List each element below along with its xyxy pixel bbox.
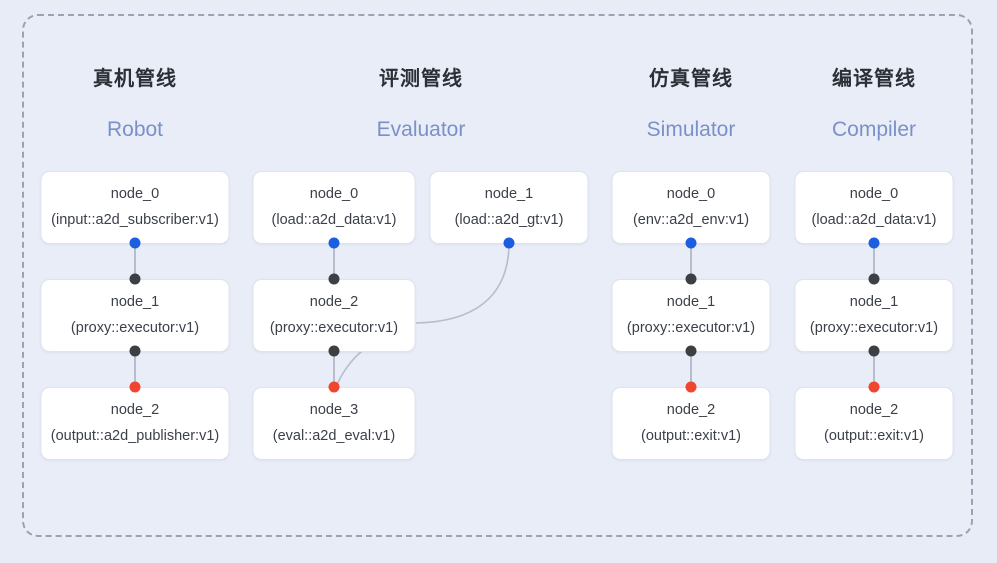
port-red-dot-simulator-3[interactable] [685, 381, 697, 393]
node-box-evaluator-node_3[interactable]: node_3(eval::a2d_eval:v1) [252, 387, 416, 460]
column-title-en-robot: Robot [106, 118, 164, 141]
link-line-simulator-1 [690, 351, 692, 387]
node-id-label: node_1 [110, 293, 160, 310]
node-box-evaluator-node_2[interactable]: node_2(proxy::executor:v1) [252, 279, 416, 352]
node-box-simulator-node_2[interactable]: node_2(output::exit:v1) [611, 387, 771, 460]
node-id-label: node_2 [666, 401, 716, 418]
node-spec-label: (load::a2d_gt:v1) [454, 212, 564, 228]
node-spec-label: (output::a2d_publisher:v1) [50, 428, 220, 444]
node-id-label: node_2 [110, 401, 160, 418]
column-title-cn-simulator: 仿真管线 [648, 66, 733, 90]
port-black-dot-compiler-1[interactable] [868, 273, 880, 285]
node-id-label: node_1 [849, 293, 899, 310]
link-line-simulator-0 [690, 243, 692, 279]
node-spec-label: (eval::a2d_eval:v1) [272, 428, 396, 444]
column-title-cn-evaluator: 评测管线 [379, 66, 463, 90]
link-line-robot-1 [134, 351, 136, 387]
node-box-compiler-node_2[interactable]: node_2(output::exit:v1) [794, 387, 954, 460]
node-spec-label: (proxy::executor:v1) [809, 320, 939, 336]
link-line-robot-0 [134, 243, 136, 279]
column-title-en-simulator: Simulator [646, 118, 736, 141]
column-title-en-compiler: Compiler [831, 118, 917, 141]
column-title-cn-compiler: 编译管线 [832, 66, 916, 90]
column-title-en-evaluator: Evaluator [376, 118, 466, 141]
port-black-dot-simulator-2[interactable] [685, 345, 697, 357]
node-spec-label: (load::a2d_data:v1) [271, 212, 397, 228]
port-red-dot-robot-3[interactable] [129, 381, 141, 393]
node-id-label: node_1 [484, 185, 534, 202]
node-id-label: node_0 [309, 185, 359, 202]
node-box-evaluator-node_1[interactable]: node_1(load::a2d_gt:v1) [429, 171, 589, 244]
port-black-dot-compiler-2[interactable] [868, 345, 880, 357]
port-blue-dot-evaluator-0[interactable] [328, 237, 340, 249]
node-id-label: node_2 [849, 401, 899, 418]
link-line-evaluator-1 [333, 351, 335, 387]
node-spec-label: (input::a2d_subscriber:v1) [51, 212, 219, 228]
node-spec-label: (proxy::executor:v1) [70, 320, 200, 336]
node-spec-label: (env::a2d_env:v1) [632, 212, 750, 228]
port-blue-dot-evaluator-1[interactable] [503, 237, 515, 249]
node-box-compiler-node_1[interactable]: node_1(proxy::executor:v1) [794, 279, 954, 352]
node-id-label: node_0 [110, 185, 160, 202]
column-heading-compiler: 编译管线 Compiler [832, 62, 916, 142]
port-black-dot-robot-2[interactable] [129, 345, 141, 357]
node-id-label: node_3 [309, 401, 359, 418]
node-spec-label: (load::a2d_data:v1) [811, 212, 937, 228]
port-blue-dot-robot-0[interactable] [129, 237, 141, 249]
column-title-cn-robot: 真机管线 [93, 66, 177, 90]
port-black-dot-evaluator-2[interactable] [328, 273, 340, 285]
column-heading-evaluator: 评测管线 Evaluator [377, 62, 466, 142]
port-blue-dot-simulator-0[interactable] [685, 237, 697, 249]
port-black-dot-simulator-1[interactable] [685, 273, 697, 285]
port-blue-dot-compiler-0[interactable] [868, 237, 880, 249]
node-spec-label: (proxy::executor:v1) [626, 320, 756, 336]
node-id-label: node_2 [309, 293, 359, 310]
link-line-compiler-1 [873, 351, 875, 387]
link-line-evaluator-0 [333, 243, 335, 279]
port-black-dot-evaluator-3[interactable] [328, 345, 340, 357]
node-id-label: node_0 [849, 185, 899, 202]
node-spec-label: (output::exit:v1) [641, 428, 741, 444]
node-box-robot-node_1[interactable]: node_1(proxy::executor:v1) [40, 279, 230, 352]
node-box-simulator-node_1[interactable]: node_1(proxy::executor:v1) [611, 279, 771, 352]
node-spec-label: (output::exit:v1) [824, 428, 924, 444]
node-box-robot-node_2[interactable]: node_2(output::a2d_publisher:v1) [40, 387, 230, 460]
port-red-dot-evaluator-4[interactable] [328, 381, 340, 393]
port-black-dot-robot-1[interactable] [129, 273, 141, 285]
column-heading-simulator: 仿真管线 Simulator [647, 62, 736, 142]
node-box-evaluator-node_0[interactable]: node_0(load::a2d_data:v1) [252, 171, 416, 244]
column-heading-robot: 真机管线 Robot [93, 62, 177, 142]
node-spec-label: (proxy::executor:v1) [269, 320, 399, 336]
node-id-label: node_1 [666, 293, 716, 310]
node-box-simulator-node_0[interactable]: node_0(env::a2d_env:v1) [611, 171, 771, 244]
node-box-compiler-node_0[interactable]: node_0(load::a2d_data:v1) [794, 171, 954, 244]
link-line-compiler-0 [873, 243, 875, 279]
node-box-robot-node_0[interactable]: node_0(input::a2d_subscriber:v1) [40, 171, 230, 244]
node-id-label: node_0 [666, 185, 716, 202]
port-red-dot-compiler-3[interactable] [868, 381, 880, 393]
